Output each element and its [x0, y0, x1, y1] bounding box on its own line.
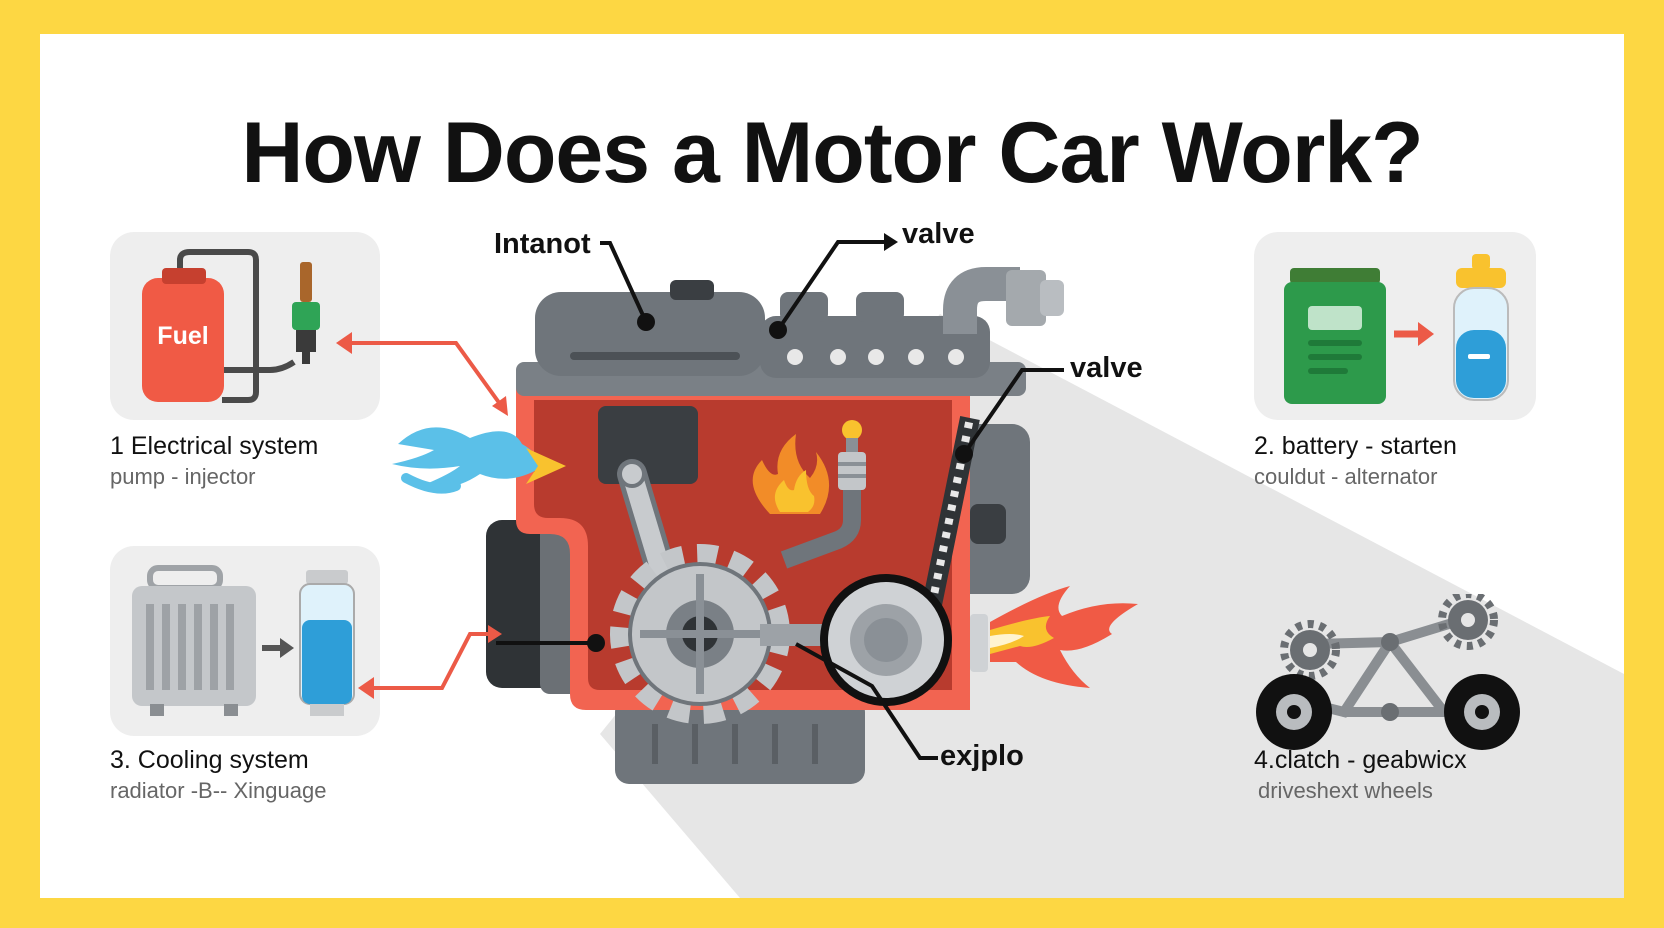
wheel-icon: [1256, 674, 1332, 750]
cooling-system-panel: [110, 546, 380, 736]
infographic-frame: How Does a Motor Car Work? Fuel 1 Electr…: [40, 34, 1624, 898]
spark-plug-icon: [838, 420, 866, 490]
fuel-tank: [142, 278, 224, 402]
intake-label: Intanot: [494, 228, 591, 260]
drive-panel-title: 4.clatch - geabwicx: [1254, 746, 1467, 774]
fuel-panel-title: 1 Electrical system: [110, 432, 319, 460]
exhaust-flame-icon: [970, 586, 1138, 688]
wheel-icon: [1444, 674, 1520, 750]
engine-illustration: [336, 233, 1138, 784]
radiator-icon: [132, 565, 256, 716]
cooling-panel-subtitle: radiator -В-- Xinguage: [110, 778, 327, 803]
combustion-flame-icon: [752, 434, 830, 514]
drivetrain-illustration: [1256, 594, 1520, 750]
gear-icon: [1438, 594, 1498, 650]
page-title: How Does a Motor Car Work?: [241, 105, 1423, 201]
fuel-flow-arrow: [336, 332, 508, 416]
fuel-system-panel: Fuel: [110, 232, 380, 420]
gear-icon: [1280, 620, 1340, 680]
fuel-system-illustration: Fuel: [142, 249, 320, 403]
water-splash-icon: [392, 427, 540, 494]
battery-illustration: [1284, 254, 1509, 404]
fuel-panel-subtitle: pump - injector: [110, 464, 256, 489]
battery-icon: [1284, 268, 1386, 404]
battery-panel-subtitle: couldut - alternator: [1254, 464, 1438, 489]
coolant-bottle-icon: [1453, 254, 1509, 401]
fuel-tank-label: Fuel: [157, 322, 208, 350]
pulley: [820, 574, 952, 706]
cooling-flow-arrow: [358, 625, 502, 699]
fuel-injector-icon: [292, 262, 320, 364]
fuel-line: [177, 249, 259, 403]
coolant-tank-icon: [299, 570, 355, 716]
exhaust-label: exjplo: [940, 740, 1024, 772]
cooling-illustration: [132, 565, 355, 716]
battery-panel-title: 2. battery - starten: [1254, 432, 1457, 460]
cooling-panel-title: 3. Cooling system: [110, 746, 309, 774]
valve-right-label: valve: [1070, 352, 1143, 384]
valve-top-label: valve: [902, 218, 975, 250]
battery-panel: [1254, 232, 1536, 420]
drive-panel-subtitle: driveshext wheels: [1258, 778, 1433, 803]
